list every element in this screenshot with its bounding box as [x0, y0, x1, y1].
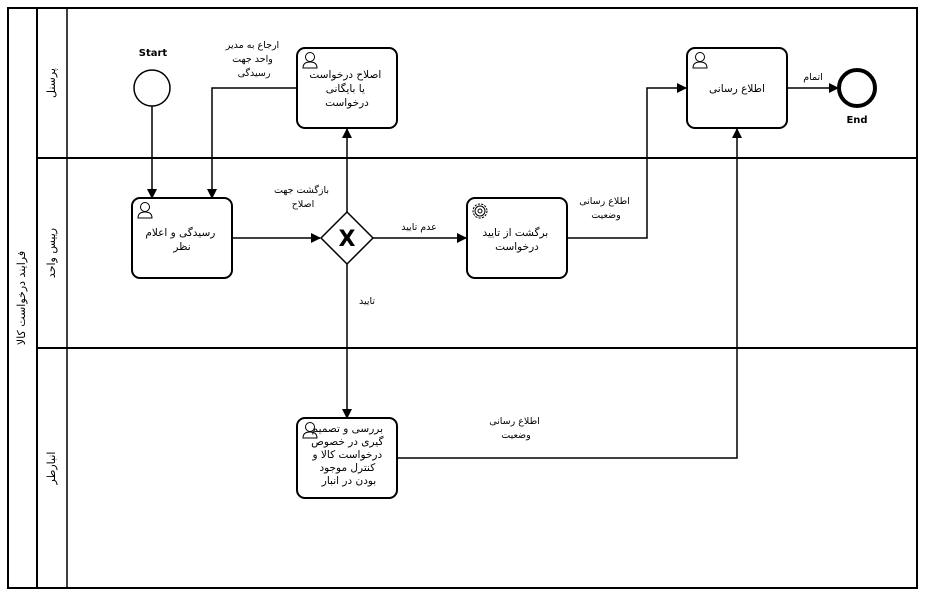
flow-label-refer: رسیدگی [238, 67, 271, 79]
flow-warehouse-to-notify[interactable] [397, 128, 742, 459]
task-fix-request-line: درخواست [325, 97, 369, 109]
task-warehouse-line: بررسی و تصمیم [312, 423, 383, 435]
flow-label-back-fix: اصلاح [292, 199, 315, 210]
flow-label-notify-status-bottom: اطلاع رسانی [489, 416, 540, 427]
task-fix-request-line: اصلاح درخواست [309, 69, 381, 81]
flow-label-finish: اتمام [803, 72, 823, 83]
svg-text:برگشت از تایید درخواست: برگشت از تایید درخواست [482, 226, 551, 253]
task-fix-request-line: یا بایگانی [326, 82, 365, 95]
svg-text:بازگشت جهت اصلاح: بازگشت جهت اصلاح [274, 184, 332, 210]
task-warehouse-line: کنترل موجود [319, 462, 375, 474]
flow-label-notify-status-top: وضعیت [591, 210, 620, 221]
flow-return-to-notify[interactable] [567, 83, 687, 239]
task-return-line: درخواست [495, 241, 539, 253]
flow-label-approve: تایید [359, 296, 375, 307]
task-review-line: رسیدگی و اعلام [145, 226, 215, 239]
task-warehouse-line: بودن در انبار [321, 475, 376, 487]
pool: فرایند درخواست کالا [7, 7, 918, 589]
flow-label-not-approve: عدم تایید [401, 222, 437, 233]
task-return-line: برگشت از تایید [482, 226, 548, 239]
svg-text:اطلاع رسانی وضعیت: اطلاع رسانی وضعیت [489, 416, 543, 441]
svg-text:رسیدگی و اعلام نظر: رسیدگی و اعلام نظر [145, 226, 218, 253]
end-event-label: End [846, 115, 867, 126]
flow-label-refer: ارجاع به مدیر [225, 40, 279, 51]
start-event[interactable] [133, 69, 171, 107]
flow-label-refer: واحد جهت [232, 54, 273, 65]
exclusive-gateway-icon: X [339, 227, 356, 252]
lane-label-unit-head: رییس واحد [45, 228, 58, 278]
user-icon [302, 422, 318, 439]
svg-text:اطلاع رسانی وضعیت: اطلاع رسانی وضعیت [579, 196, 633, 221]
exclusive-gateway[interactable]: X [319, 210, 375, 266]
task-notify-label: اطلاع رسانی [709, 83, 765, 95]
flow-label-notify-status-bottom: وضعیت [501, 430, 530, 441]
svg-text:اصلاح درخواست یا بایگانی: اصلاح درخواست یا بایگانی درخواست [309, 69, 384, 109]
pool-label: فرایند درخواست کالا [15, 251, 28, 345]
flow-label-back-fix: بازگشت جهت [274, 184, 329, 196]
lane-label-warehouse: انبارطر [45, 452, 58, 486]
svg-text:ارجاع به مدیر واحد جهت: ارجاع به مدیر واحد جهت رسیدگی [225, 40, 282, 79]
task-return[interactable]: برگشت از تایید درخواست [466, 197, 568, 279]
task-warehouse-line: درخواست کالا و [312, 449, 383, 461]
task-fix-request[interactable]: اصلاح درخواست یا بایگانی درخواست [296, 47, 398, 129]
task-review[interactable]: رسیدگی و اعلام نظر [131, 197, 233, 279]
lane-label-personnel: پرسنل [45, 68, 58, 98]
user-icon [302, 52, 318, 69]
task-warehouse-line: گیری در خصوص [311, 435, 383, 448]
svg-text:بررسی و تصمیم گیری در خص: بررسی و تصمیم گیری در خصوص درخواست کالا … [311, 423, 387, 487]
end-event[interactable] [837, 68, 877, 108]
gear-icon [472, 203, 488, 219]
task-notify[interactable]: اطلاع رسانی [686, 47, 788, 129]
user-icon [137, 202, 153, 219]
flow-label-notify-status-top: اطلاع رسانی [579, 196, 630, 207]
task-review-line: نظر [172, 241, 190, 253]
start-event-label: Start [139, 48, 168, 59]
sequence-flows [147, 83, 839, 459]
task-warehouse-check[interactable]: بررسی و تصمیم گیری در خصوص درخواست کالا … [296, 417, 398, 499]
flow-fix-to-review[interactable] [207, 87, 297, 199]
user-icon [692, 52, 708, 69]
